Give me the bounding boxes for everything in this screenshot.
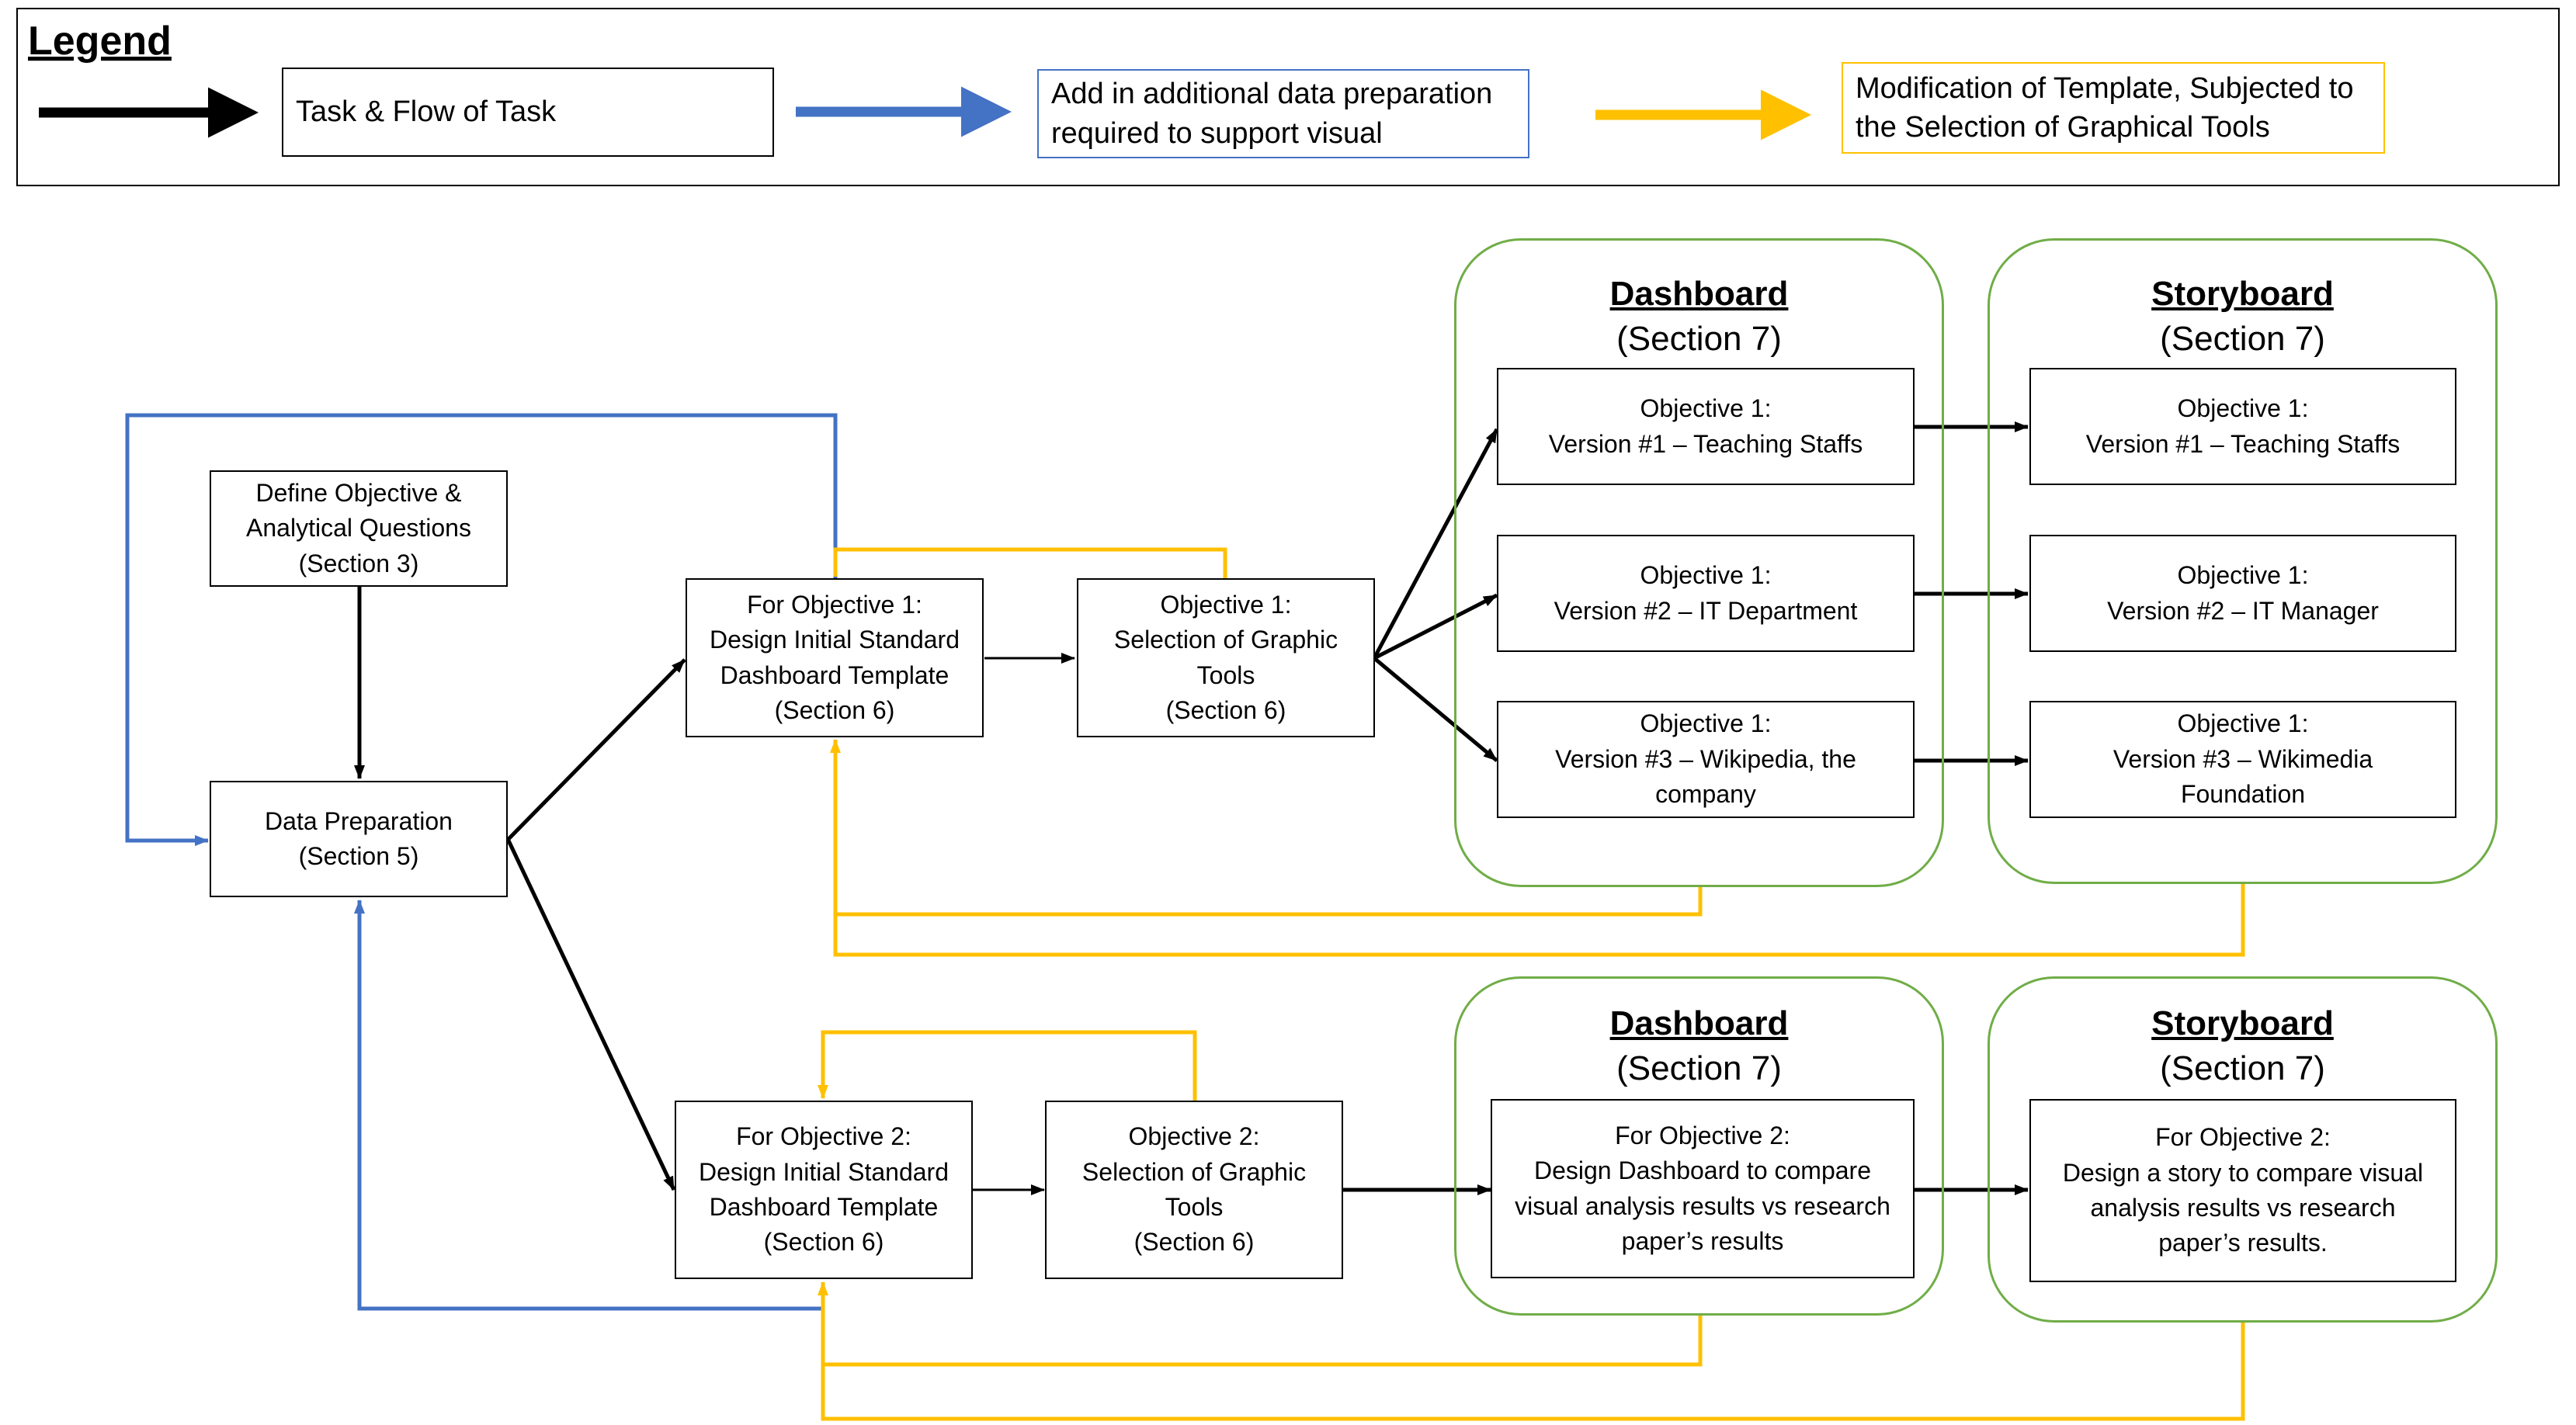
dashboard-1-title: Dashboard (Section 7) [1454, 272, 1944, 362]
dashboard-2-heading: Dashboard [1609, 1004, 1789, 1042]
storyboard-version-2-box: Objective 1: Version #2 – IT Manager [2029, 535, 2456, 652]
storyboard-2-heading: Storyboard [2151, 1004, 2334, 1042]
legend-data-prep-label: Add in additional data preparation requi… [1037, 69, 1529, 158]
storyboard-group-objective-2 [1988, 976, 2498, 1323]
define-objective-box: Define Objective & Analytical Questions … [210, 470, 508, 587]
template-connectors [818, 547, 2245, 1421]
objective-2-selection-text: Objective 2: Selection of Graphic Tools … [1081, 1122, 1307, 1257]
dashboard-version-3-box: Objective 1: Version #3 – Wikipedia, the… [1497, 701, 1915, 818]
objective-2-dashboard-box: For Objective 2: Design Dashboard to com… [1491, 1099, 1915, 1278]
dashboard-group-objective-2 [1454, 976, 1944, 1316]
objective-1-selection-box: Objective 1: Selection of Graphic Tools … [1077, 578, 1375, 737]
dashboard-version-1-text: Objective 1: Version #1 – Teaching Staff… [1548, 394, 1863, 458]
connector-obj1-selection-to-dash-v3 [1373, 657, 1498, 762]
connector-obj1-selection-to-dash-v1 [1372, 428, 1499, 660]
dashboard-2-section: (Section 7) [1616, 1049, 1782, 1087]
connector-obj1-selection-to-dash-v2 [1373, 593, 1498, 660]
connector-yellow-obj2-selection-to-template [818, 1030, 1197, 1101]
data-preparation-text: Data Preparation (Section 5) [265, 806, 453, 870]
dashboard-version-2-text: Objective 1: Version #2 – IT Department [1554, 561, 1858, 625]
data-preparation-box: Data Preparation (Section 5) [210, 781, 508, 897]
storyboard-version-3-text: Objective 1: Version #3 – Wikimedia Foun… [2113, 709, 2373, 809]
dashboard-2-title: Dashboard (Section 7) [1454, 1001, 1944, 1091]
connector-yellow-storyboard1-to-template [833, 883, 2245, 957]
objective-1-template-text: For Objective 1: Design Initial Standard… [710, 590, 960, 724]
legend-template-text: Modification of Template, Subjected to t… [1856, 71, 2354, 144]
connector-data-prep-to-obj1-template [505, 658, 686, 842]
connector-yellow-obj1-selection-to-template [833, 547, 1227, 578]
objective-1-selection-text: Objective 1: Selection of Graphic Tools … [1113, 590, 1338, 724]
storyboard-1-heading: Storyboard [2151, 275, 2334, 313]
connector-blue-obj2-to-data-prep [354, 900, 823, 1311]
objective-2-template-box: For Objective 2: Design Initial Standard… [675, 1101, 973, 1279]
objective-2-dashboard-text: For Objective 2: Design Dashboard to com… [1515, 1121, 1890, 1255]
data-prep-connectors [125, 413, 838, 1311]
objective-1-template-box: For Objective 1: Design Initial Standard… [686, 578, 984, 737]
storyboard-2-title: Storyboard (Section 7) [1988, 1001, 2498, 1091]
dashboard-version-3-text: Objective 1: Version #3 – Wikipedia, the… [1555, 709, 1856, 809]
storyboard-1-section: (Section 7) [2160, 320, 2325, 358]
storyboard-version-1-box: Objective 1: Version #1 – Teaching Staff… [2029, 368, 2456, 485]
objective-2-storyboard-text: For Objective 2: Design a story to compa… [2062, 1123, 2424, 1257]
storyboard-version-3-box: Objective 1: Version #3 – Wikimedia Foun… [2029, 701, 2456, 818]
dashboard-version-1-box: Objective 1: Version #1 – Teaching Staff… [1497, 368, 1915, 485]
objective-2-selection-box: Objective 2: Selection of Graphic Tools … [1045, 1101, 1343, 1279]
storyboard-2-section: (Section 7) [2160, 1049, 2325, 1087]
dashboard-1-heading: Dashboard [1609, 275, 1789, 313]
connector-blue-obj1-to-data-prep [125, 413, 838, 846]
objective-2-template-text: For Objective 2: Design Initial Standard… [699, 1122, 949, 1257]
task-flow-connectors [354, 421, 2029, 1195]
legend-task-text: Task & Flow of Task [296, 95, 557, 129]
storyboard-1-title: Storyboard (Section 7) [1988, 272, 2498, 362]
dashboard-group-objective-1 [1454, 238, 1944, 887]
objective-2-storyboard-box: For Objective 2: Design a story to compa… [2029, 1099, 2456, 1282]
legend-title: Legend [28, 19, 172, 64]
define-objective-text: Define Objective & Analytical Questions … [246, 478, 471, 577]
storyboard-version-1-text: Objective 1: Version #1 – Teaching Staff… [2085, 394, 2401, 458]
connector-yellow-dashboard2-to-template [818, 1281, 1703, 1367]
legend-data-prep-text: Add in additional data preparation requi… [1051, 78, 1493, 150]
dashboard-version-2-box: Objective 1: Version #2 – IT Department [1497, 535, 1915, 652]
connector-yellow-dashboard1-to-template [830, 739, 1703, 917]
storyboard-version-2-text: Objective 1: Version #2 – IT Manager [2107, 561, 2379, 625]
legend-template-label: Modification of Template, Subjected to t… [1842, 62, 2385, 154]
dashboard-1-section: (Section 7) [1616, 320, 1782, 358]
legend-task-label: Task & Flow of Task [282, 68, 774, 157]
storyboard-group-objective-1 [1988, 238, 2498, 884]
connector-data-prep-to-obj2-template [506, 839, 676, 1191]
connector-yellow-storyboard2-to-template [821, 1322, 2245, 1421]
